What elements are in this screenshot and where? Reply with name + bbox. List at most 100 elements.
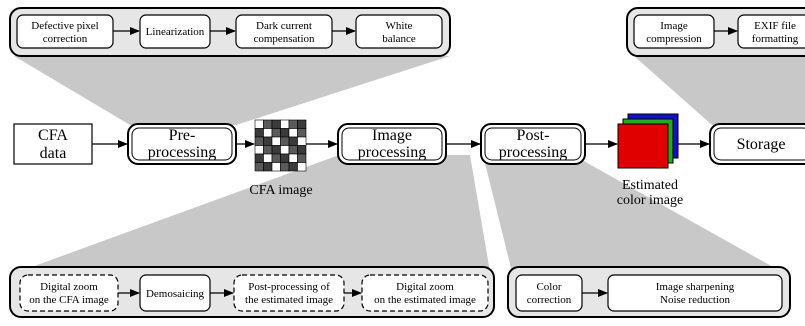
cfa-pixel — [263, 153, 273, 163]
color-correction-line2: correction — [527, 294, 572, 306]
cfa-image-mosaic — [254, 119, 307, 172]
color-correction-line1: Color — [536, 281, 561, 293]
cfa-pixel — [297, 136, 307, 146]
zoom-cfa-line1: Digital zoom — [40, 281, 98, 293]
dark-current-line2: compensation — [253, 33, 315, 45]
sharpening-line1: Image sharpening — [656, 281, 735, 293]
white-balance-box — [355, 14, 443, 49]
demosaicing-line1: Demosaicing — [146, 288, 205, 300]
linearization-line1: Linearization — [146, 26, 205, 38]
dark-current-line1: Dark current — [256, 20, 312, 32]
preprocessing-line2: processing — [148, 144, 216, 161]
cfa-pixel — [271, 136, 281, 146]
cfa-pixel — [288, 162, 298, 172]
zoom-estimated-line1: Digital zoom — [396, 281, 454, 293]
cfa-pixel — [280, 136, 290, 146]
demosaicing-label: Demosaicing — [146, 288, 205, 300]
cfa-pixel — [297, 119, 307, 129]
cfa-pixel — [254, 162, 264, 172]
cfa-data-line1: CFA — [38, 127, 68, 144]
cfa-pixel — [280, 145, 290, 155]
cfa-pixel — [288, 119, 298, 129]
cfa-pixel — [263, 136, 273, 146]
estimated-line2: color image — [617, 193, 683, 208]
cfa-pixel — [288, 145, 298, 155]
cfa-pixel — [297, 145, 307, 155]
storage-box-outer — [709, 123, 805, 165]
image-processing-line1: Image — [372, 127, 412, 144]
image-processing-line2: processing — [358, 144, 426, 161]
exif-formatting-line1: EXIF file — [754, 20, 796, 32]
storage-funnel — [634, 56, 805, 125]
defective-pixel-line2: correction — [43, 33, 88, 45]
cfa-image-label: CFA image — [249, 183, 312, 198]
cfa-pixel — [297, 153, 307, 163]
preprocessing-line1: Pre- — [169, 127, 196, 144]
cfa-pixel — [254, 119, 264, 129]
linearization-label: Linearization — [146, 26, 205, 38]
cfa-pixel — [263, 119, 273, 129]
white-balance-line2: balance — [382, 33, 416, 45]
cfa-pixel — [297, 162, 307, 172]
cfa-pixel — [280, 128, 290, 138]
cfa-pixel — [271, 162, 281, 172]
postprocessing-line1: Post- — [517, 127, 550, 144]
zoom-estimated-line2: on the estimated image — [374, 294, 476, 306]
cfa-data-line2: data — [40, 145, 67, 162]
post-processing-estimated-line2: the estimated image — [245, 294, 333, 306]
postprocessing-funnel — [483, 155, 782, 272]
image-processing-box-inner — [341, 127, 443, 161]
cfa-pixel — [271, 145, 281, 155]
estimated-color-image-icon — [617, 113, 679, 169]
cfa-pixel — [271, 153, 281, 163]
image-compression-line1: Image — [660, 20, 688, 32]
cfa-pixel — [254, 153, 264, 163]
cfa-pixel — [263, 162, 273, 172]
cfa-pixel — [280, 162, 290, 172]
exif-formatting-box — [737, 14, 805, 49]
preprocessing-label: Pre-processing — [148, 127, 216, 161]
cfa-pixel — [271, 128, 281, 138]
estimated-line1: Estimated — [622, 178, 678, 193]
image-processing-funnel — [18, 155, 490, 272]
sharpening-box — [607, 274, 783, 312]
white-balance-line1: White — [386, 20, 413, 32]
cfa-pixel — [254, 128, 264, 138]
preprocessing-box-inner — [131, 127, 233, 161]
cfa-pixel — [288, 136, 298, 146]
cfa-pixel — [271, 119, 281, 129]
postprocessing-box-inner — [484, 127, 582, 161]
zoom-cfa-line2: on the CFA image — [29, 294, 109, 306]
preprocessing-funnel — [14, 56, 450, 125]
cfa-pixel — [280, 153, 290, 163]
storage-label: Storage — [737, 136, 786, 153]
cfa-pixel — [288, 153, 298, 163]
sharpening-line2: Noise reduction — [660, 294, 730, 306]
defective-pixel-line1: Defective pixel — [31, 20, 99, 32]
red-channel — [617, 123, 669, 169]
postprocessing-label: Post-processing — [499, 127, 567, 161]
cfa-pixel — [263, 145, 273, 155]
cfa-pixel — [263, 128, 273, 138]
cfa-pixel — [288, 128, 298, 138]
post-processing-estimated-line1: Post-processing of — [248, 281, 330, 293]
cfa-pixel — [254, 136, 264, 146]
